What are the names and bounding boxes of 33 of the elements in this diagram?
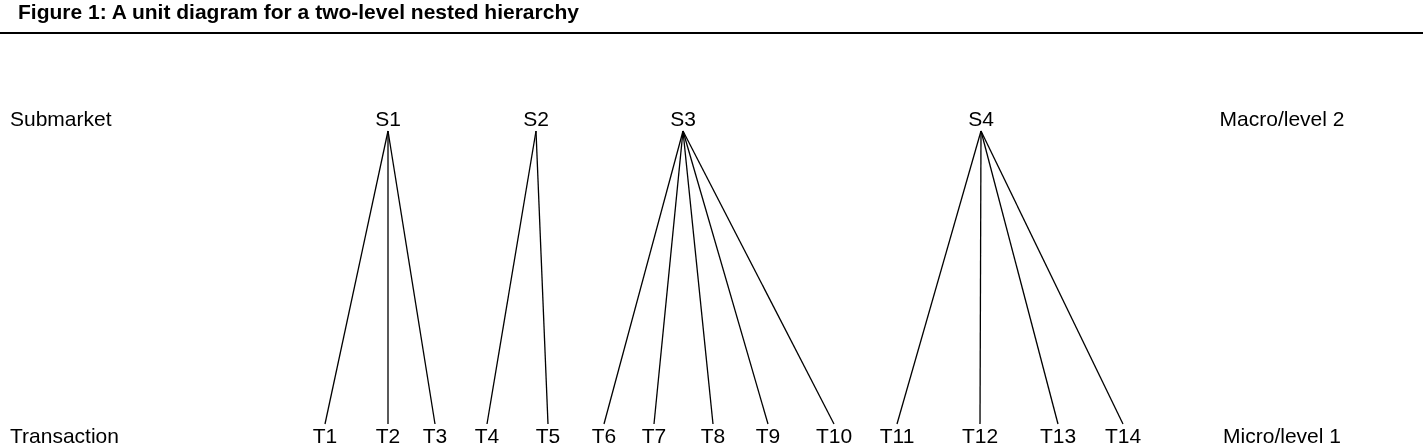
node-label: S3 bbox=[670, 107, 696, 131]
node-label: S2 bbox=[523, 107, 549, 131]
connector-line bbox=[980, 130, 1124, 425]
node-label: T2 bbox=[375, 424, 401, 448]
node-label: S4 bbox=[968, 107, 994, 131]
level-label: Submarket bbox=[10, 107, 112, 131]
figure-title: Figure 1: A unit diagram for a two-level nested hierarchy bbox=[18, 0, 579, 24]
connector-line bbox=[682, 130, 714, 425]
node-label: T13 bbox=[1039, 424, 1077, 448]
connector-line bbox=[535, 130, 549, 425]
connector-line bbox=[682, 130, 835, 425]
node-label: T11 bbox=[879, 424, 915, 448]
node-label: T7 bbox=[641, 424, 667, 448]
level-label: Macro/level 2 bbox=[1219, 107, 1345, 131]
node-label: T3 bbox=[422, 424, 448, 448]
node-label: S1 bbox=[375, 107, 401, 131]
connector-line bbox=[653, 130, 684, 425]
level-label: Micro/level 1 bbox=[1223, 424, 1341, 448]
node-label: T4 bbox=[474, 424, 500, 448]
node-label: T12 bbox=[961, 424, 999, 448]
node-label: T9 bbox=[755, 424, 781, 448]
level-label: Transaction bbox=[10, 424, 119, 448]
node-label: T1 bbox=[312, 424, 338, 448]
connector-line bbox=[682, 130, 769, 425]
node-label: T5 bbox=[535, 424, 561, 448]
connector-line bbox=[387, 130, 389, 425]
connector-line bbox=[979, 130, 982, 425]
connector-line bbox=[980, 130, 1059, 425]
connector-line bbox=[387, 130, 436, 425]
node-label: T6 bbox=[591, 424, 617, 448]
node-label: T14 bbox=[1104, 424, 1142, 448]
node-label: T10 bbox=[815, 424, 853, 448]
node-label: T8 bbox=[700, 424, 726, 448]
